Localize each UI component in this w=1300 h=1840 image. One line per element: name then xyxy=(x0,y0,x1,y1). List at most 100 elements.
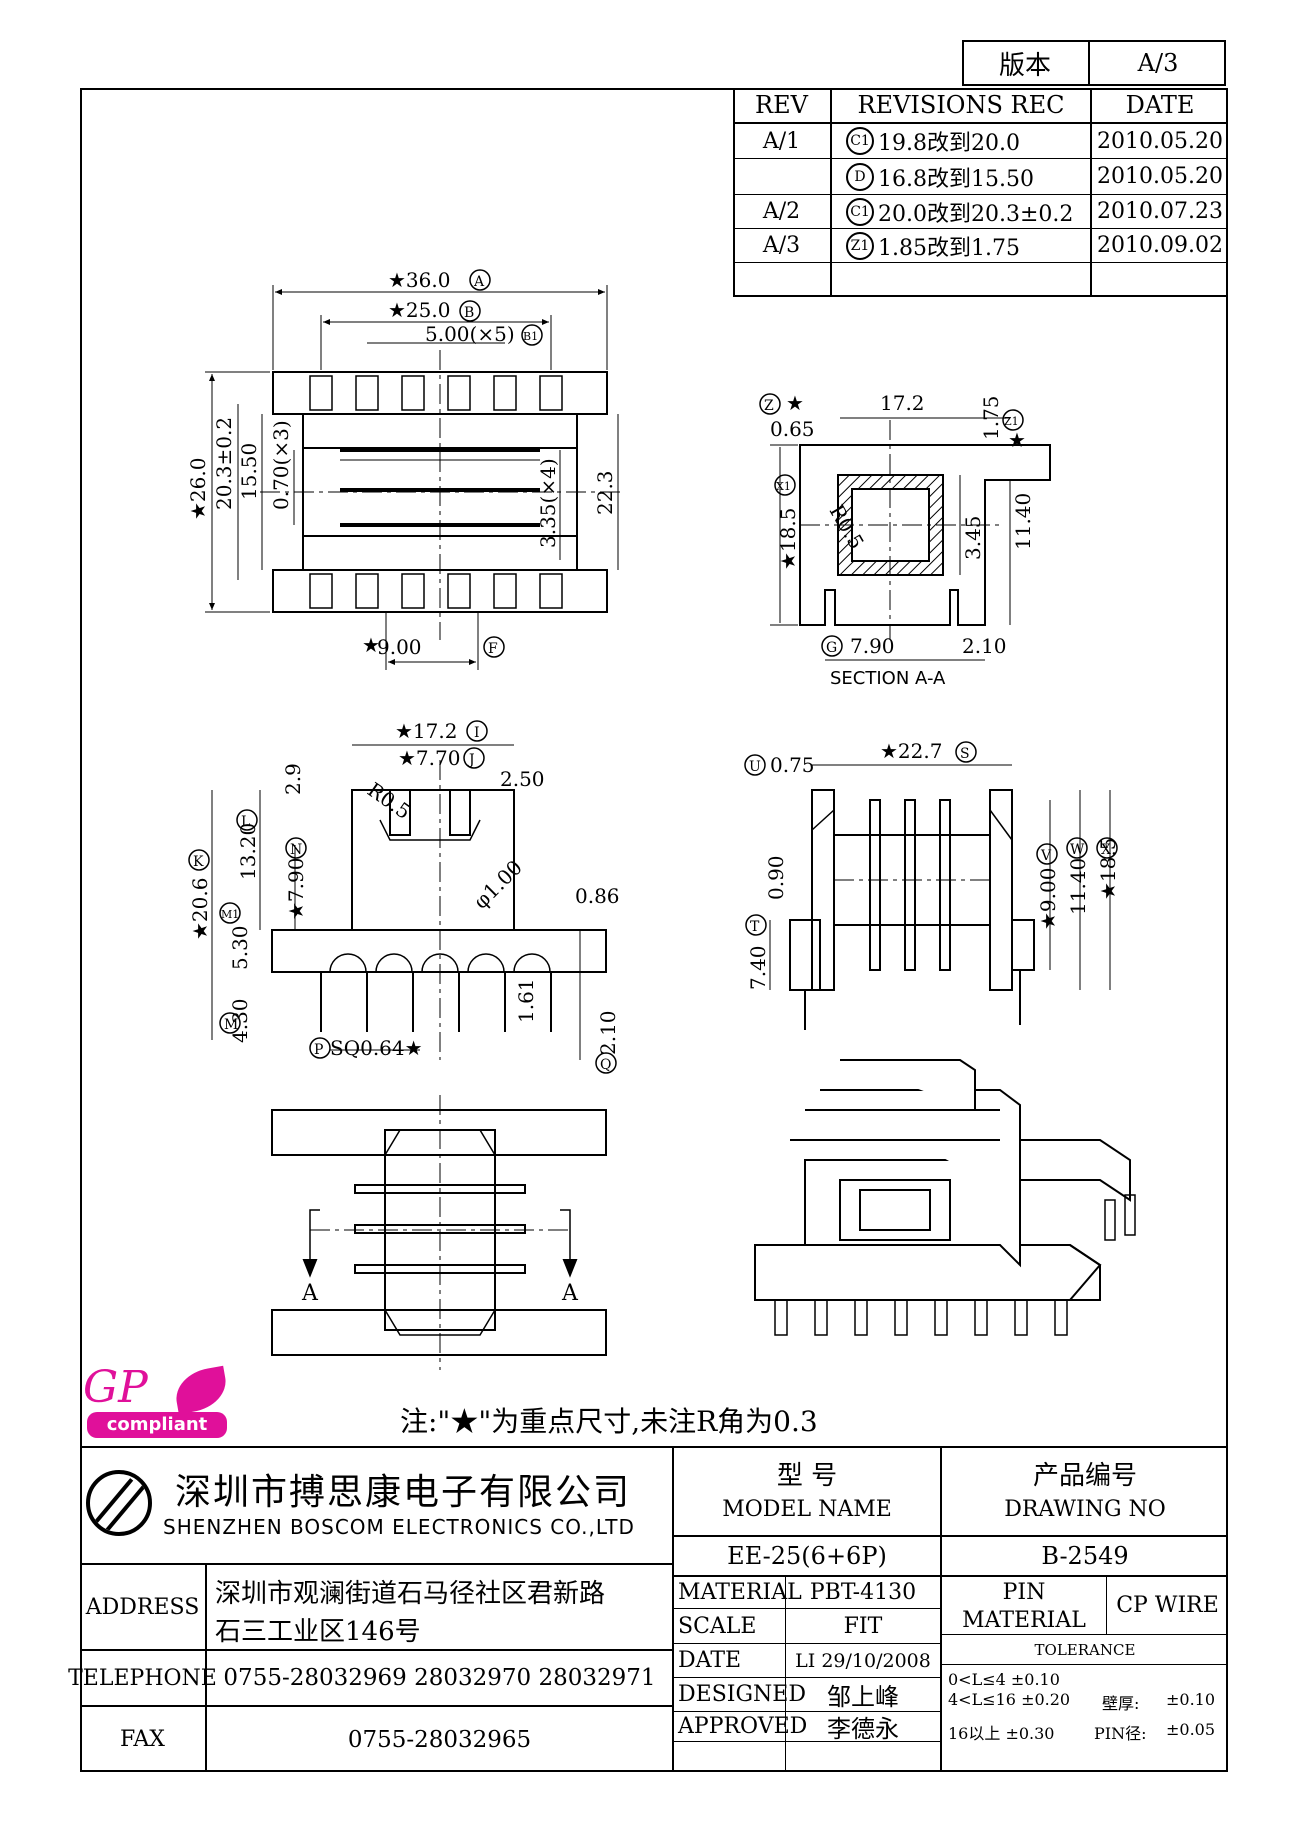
dim-7-9: ★7.90 xyxy=(284,858,308,920)
telephone-value: 0755-28032969 28032970 28032971 xyxy=(223,1665,656,1691)
svg-text:Z: Z xyxy=(764,398,774,414)
drawing-note: 注:"★"为重点尺寸,未注R角为0.3 xyxy=(400,1405,818,1438)
svg-text:J: J xyxy=(467,752,475,768)
section-arrow-label-left: A xyxy=(301,1281,319,1306)
section-caption: SECTION A-A xyxy=(830,668,946,689)
date-header: DATE xyxy=(1125,91,1195,119)
svg-text:F: F xyxy=(488,641,498,657)
company-name-en: SHENZHEN BOSCOM ELECTRONICS CO.,LTD xyxy=(163,1515,635,1539)
version-label: 版本 xyxy=(998,50,1051,81)
revision-text: C1 19.8改到20.0 xyxy=(840,124,1096,158)
date-value: LI 29/10/2008 xyxy=(795,1649,931,1672)
scale-value: FIT xyxy=(843,1613,883,1639)
pin-material-value: CP WIRE xyxy=(1116,1593,1219,1618)
svg-text:G: G xyxy=(826,640,837,656)
circled-mark: C1 xyxy=(846,197,874,226)
circled-mark: Z1 xyxy=(846,231,874,260)
pin-diameter-label: PIN径: xyxy=(1094,1724,1147,1743)
tolerance-row-2: 4<L≤16 ±0.20 xyxy=(948,1690,1071,1709)
revisions-rec-header: REVISIONS REC xyxy=(857,91,1065,119)
company-logo-icon xyxy=(86,1470,152,1536)
svg-text:M: M xyxy=(224,1017,238,1033)
leaf-icon xyxy=(171,1365,231,1415)
top-view-labels: ★36.0 A ★25.0 B 5.00(×5) B1 9.00 F ★ ★26… xyxy=(186,268,617,659)
svg-text:U: U xyxy=(749,759,761,775)
svg-text:L: L xyxy=(241,814,250,830)
fax-value: 0755-28032965 xyxy=(347,1726,532,1753)
compliant-label: compliant xyxy=(87,1412,227,1438)
svg-text:S: S xyxy=(960,746,970,762)
svg-text:B: B xyxy=(464,305,474,321)
dim-0-65: 0.65 xyxy=(770,417,815,441)
dim-22-7: ★22.7 xyxy=(880,739,942,763)
svg-text:K: K xyxy=(193,854,204,870)
tolerance-row-1: 0<L≤4 ±0.10 xyxy=(948,1670,1060,1689)
scale-label: SCALE xyxy=(678,1613,757,1639)
revision-text: D 16.8改到15.50 xyxy=(840,159,1096,194)
section-arrow-label-right: A xyxy=(561,1281,579,1306)
gp-compliant-logo: GP compliant xyxy=(83,1362,233,1442)
rev-cell: A/2 xyxy=(762,199,801,224)
fax-label: FAX xyxy=(120,1727,165,1752)
dim-3-35x4: 3.35(×4) xyxy=(536,458,560,548)
revision-text: Z1 1.85改到1.75 xyxy=(840,229,1096,262)
dim-13-2: 13.20 xyxy=(236,823,260,880)
dim-9: 9.00 xyxy=(377,635,422,659)
dim-7-7: ★7.70 xyxy=(398,746,460,770)
designed-label: DESIGNED xyxy=(678,1682,806,1707)
svg-text:M1: M1 xyxy=(221,908,239,921)
svg-text:X1: X1 xyxy=(776,480,791,493)
svg-text:★: ★ xyxy=(1008,428,1026,452)
svg-text:T: T xyxy=(750,919,760,935)
dim-2-5: 2.50 xyxy=(500,767,545,791)
wall-thickness-value: ±0.10 xyxy=(1166,1690,1216,1709)
tolerance-label: TOLERANCE xyxy=(1034,1640,1136,1659)
pin-diameter-value: ±0.05 xyxy=(1166,1720,1216,1739)
dim-9: ★9.00 xyxy=(1036,868,1060,930)
telephone-label: TELEPHONE xyxy=(68,1665,217,1691)
date-cell: 2010.05.20 xyxy=(1097,164,1223,189)
dim-18-5: ★18.5 xyxy=(776,508,800,570)
revision-text: C1 20.0改到20.3±0.2 xyxy=(840,195,1096,228)
svg-text:V: V xyxy=(1040,848,1052,864)
dim-7-4: 7.40 xyxy=(746,945,770,990)
dim-1-75: 1.75 xyxy=(979,395,1003,440)
designed-value: 邹上峰 xyxy=(827,1683,899,1711)
dim-7-9: 7.90 xyxy=(850,634,895,658)
date-cell: 2010.07.23 xyxy=(1097,199,1223,224)
dim-17-2: 17.2 xyxy=(880,391,925,415)
address-line2: 石三工业区146号 xyxy=(215,1617,421,1647)
dim-3-45: 3.45 xyxy=(961,515,985,560)
svg-text:Z1: Z1 xyxy=(1004,415,1019,428)
bottom-view-labels: A A xyxy=(301,1281,579,1306)
dim-11-4: 11.40 xyxy=(1066,858,1090,915)
gp-letters: GP xyxy=(83,1362,148,1413)
dim-22-3: 22.3 xyxy=(593,470,617,515)
drawing-label-cn: 产品编号 xyxy=(1032,1460,1137,1491)
dim-26: ★26.0 xyxy=(186,458,210,520)
drawing-number: B-2549 xyxy=(1041,1542,1129,1570)
date-label: DATE xyxy=(678,1648,742,1673)
pin-material-label-1: PIN xyxy=(1002,1579,1046,1605)
pin-material-label-2: MATERIAL xyxy=(962,1607,1086,1633)
dim-15-5: 15.50 xyxy=(237,443,261,500)
approved-value: 李德永 xyxy=(827,1715,899,1743)
drawing-frame xyxy=(80,88,1228,1772)
version-value: A/3 xyxy=(1137,49,1179,77)
svg-text:W: W xyxy=(1070,842,1085,858)
front-view-labels: ★17.2 I ★7.70 J 2.50 0.86 SQ0.64★ P R0.5… xyxy=(188,719,620,1074)
tolerance-row-3: 16以上 ±0.30 xyxy=(948,1724,1055,1743)
material-value: PBT-4130 xyxy=(809,1580,917,1605)
dim-2-1: 2.10 xyxy=(596,1010,620,1055)
dim-sq: SQ0.64★ xyxy=(330,1036,423,1060)
svg-text:A: A xyxy=(473,274,485,290)
svg-text:★: ★ xyxy=(362,633,380,657)
drawing-label-en: DRAWING NO xyxy=(1004,1496,1166,1522)
top-view xyxy=(205,285,620,670)
circled-mark: C1 xyxy=(846,127,874,155)
svg-text:B1: B1 xyxy=(523,330,538,343)
dim-20-3: 20.3±0.2 xyxy=(212,417,236,510)
rev-header: REV xyxy=(755,91,808,119)
company-name-cn: 深圳市搏思康电子有限公司 xyxy=(175,1472,632,1513)
